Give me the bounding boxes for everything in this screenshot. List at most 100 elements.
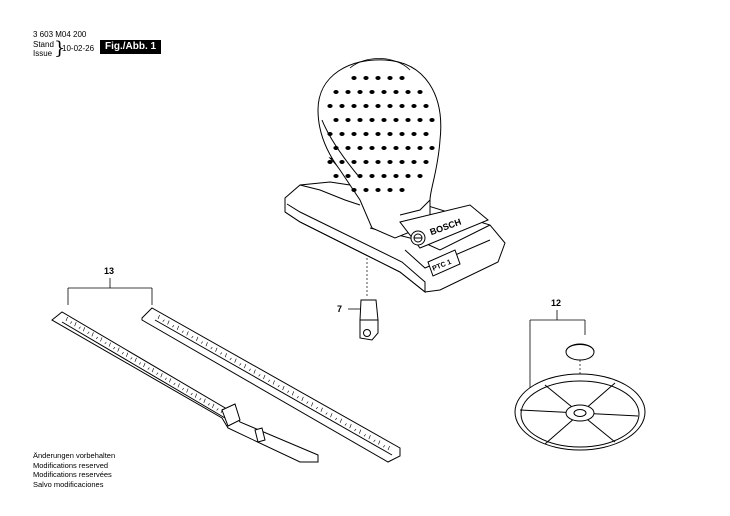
grip-dot	[363, 104, 369, 108]
ruler-tick	[121, 352, 124, 355]
ruler-tick	[194, 393, 198, 398]
grip-dot	[423, 104, 429, 108]
grip-dot	[393, 90, 399, 94]
part-7-pin	[348, 258, 379, 341]
ruler-tick	[272, 380, 275, 385]
ruler-tick	[382, 445, 386, 448]
ruler-tick	[373, 439, 376, 442]
ruler-tick	[363, 434, 366, 437]
grip-dot	[393, 174, 399, 178]
figure-label: Fig./Abb. 1	[100, 40, 162, 54]
ruler-tick	[130, 357, 133, 360]
ruler-tick	[134, 357, 137, 363]
ruler-tick	[368, 434, 371, 440]
grip-dot	[375, 188, 381, 192]
grip-dot	[417, 118, 423, 122]
ruler-tick	[339, 418, 342, 423]
grip-dot	[429, 118, 435, 122]
grip-dot	[405, 90, 411, 94]
ruler-tick	[177, 383, 180, 388]
ruler-tick	[311, 402, 314, 407]
part-13-rulers	[51, 278, 401, 463]
callout-13: 13	[104, 266, 115, 276]
grip-dot	[417, 146, 423, 150]
ruler-tick	[282, 385, 285, 391]
ruler-tick	[344, 423, 347, 426]
ruler-tick	[190, 392, 193, 396]
grip-dot	[333, 118, 339, 122]
ruler-tick	[157, 314, 160, 320]
ruler-tick	[358, 429, 362, 434]
grip-dot	[399, 132, 405, 136]
callout-7: 7	[337, 304, 343, 314]
ruler-tick	[243, 364, 247, 369]
grip-dot	[333, 146, 339, 150]
modification-notes: Änderungen vorbehalten Modifications res…	[33, 451, 115, 489]
grip-dot	[369, 118, 375, 122]
grip-dot	[387, 188, 393, 192]
ruler-tick	[387, 445, 390, 451]
grip-dot	[363, 160, 369, 164]
ruler-tick	[100, 337, 103, 342]
ruler-tick	[263, 374, 266, 380]
ruler-tick	[91, 332, 94, 337]
grip-dot	[411, 104, 417, 108]
grip-dot	[351, 188, 357, 192]
ruler-tick	[325, 412, 328, 415]
ruler-tick	[151, 367, 154, 373]
note-en: Modifications reserved	[33, 460, 109, 470]
ruler-tick	[162, 319, 165, 322]
grip-dot	[351, 76, 357, 80]
ruler-tick	[378, 440, 381, 445]
part-number: 3 603 M04 200	[33, 30, 87, 39]
grip-dot	[357, 90, 363, 94]
ruler-tick	[277, 385, 280, 388]
grip-dot	[327, 104, 333, 108]
callout-12: 12	[551, 298, 562, 308]
ruler-tick	[335, 417, 338, 421]
grip-dot	[381, 90, 387, 94]
ruler-tick	[186, 388, 189, 393]
note-es: Salvo modificaciones	[33, 479, 104, 489]
ruler-tick	[95, 336, 98, 340]
ruler-tick	[301, 396, 304, 401]
ruler-tick	[156, 372, 159, 375]
grip-dot	[351, 104, 357, 108]
grip-dot	[375, 104, 381, 108]
ruler-tick	[354, 428, 357, 432]
note-fr: Modifications reservées	[33, 470, 112, 479]
ruler-tick	[199, 398, 202, 401]
grip-dot	[387, 76, 393, 80]
ruler-tick	[253, 369, 256, 374]
ruler-tick	[315, 406, 318, 410]
grip-dots	[327, 76, 435, 192]
grip-dot	[399, 76, 405, 80]
ruler-tick	[200, 341, 203, 344]
brace-symbol: }	[54, 38, 66, 59]
grip-dot	[351, 160, 357, 164]
ruler-tick	[196, 336, 199, 341]
grip-dot	[345, 174, 351, 178]
ruler-tick	[215, 347, 218, 352]
ruler-tick	[220, 408, 223, 414]
grip-dot	[345, 118, 351, 122]
ruler-tick	[138, 362, 142, 365]
grip-dot	[423, 132, 429, 136]
ruler-tick	[320, 407, 323, 412]
ruler-tick	[205, 342, 208, 347]
ruler-tick	[147, 367, 150, 370]
ruler-tick	[186, 331, 189, 336]
ruler-tick	[143, 362, 146, 368]
part-12-suction-cup	[514, 310, 646, 451]
ruler-tick	[164, 377, 167, 380]
grip-dot	[339, 104, 345, 108]
grip-dot	[387, 132, 393, 136]
ruler-tick	[267, 379, 271, 382]
ruler-tick	[234, 358, 237, 363]
grip-dot	[405, 174, 411, 178]
grip-dot	[393, 118, 399, 122]
ruler-tick	[113, 346, 116, 350]
ruler-tick	[258, 374, 261, 377]
grip-dot	[387, 160, 393, 164]
grip-dot	[363, 132, 369, 136]
